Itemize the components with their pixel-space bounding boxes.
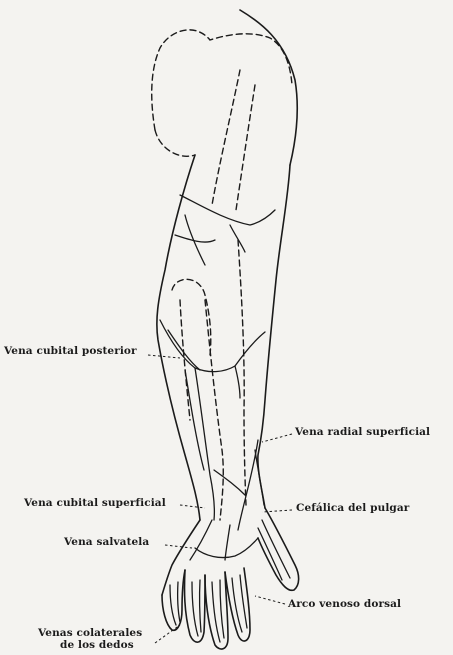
- humerus-dashed-2: [236, 85, 255, 210]
- thumb-outline: [258, 508, 299, 590]
- hand-vein-mid: [225, 525, 230, 560]
- leader-arco-venoso: [255, 596, 285, 604]
- forearm-bone-dashed-1: [205, 300, 223, 520]
- forearm-bone-dashed-3: [180, 300, 190, 420]
- radial-superficial-vein-b: [255, 450, 264, 505]
- leader-radial-superficial: [262, 434, 292, 442]
- label-vena-radial-superficial: Vena radial superficial: [295, 427, 430, 438]
- label-vena-cubital-superficial: Vena cubital superficial: [24, 498, 166, 509]
- humerus-dashed-1: [212, 70, 240, 205]
- leader-salvatela: [165, 545, 192, 548]
- fingers: [162, 568, 250, 649]
- label-cefalica-del-pulgar: Cefálica del pulgar: [296, 503, 409, 514]
- label-vena-cubital-posterior: Vena cubital posterior: [4, 346, 137, 357]
- cubital-superficial-vein-b: [185, 370, 204, 470]
- hand-left-outline: [162, 520, 200, 595]
- shoulder-outline-dashed: [152, 30, 292, 130]
- arm-right-outline: [258, 165, 290, 508]
- label-venas-colaterales-2: de los dedos: [60, 640, 134, 651]
- label-arco-venoso-dorsal: Arco venoso dorsal: [288, 599, 401, 610]
- upper-arm-vein-3: [185, 215, 205, 265]
- forearm-bone-dashed-2: [238, 240, 246, 505]
- label-venas-colaterales-1: Venas colaterales: [38, 628, 142, 639]
- forearm-cross-vein: [214, 470, 245, 495]
- upper-arm-vein-2: [175, 235, 215, 242]
- upper-arm-vein-4: [230, 225, 245, 252]
- label-vena-salvatela: Vena salvatela: [64, 537, 149, 548]
- leader-cubital-posterior: [148, 355, 180, 358]
- arm-left-outline: [157, 155, 200, 520]
- leader-venas-colaterales: [155, 625, 180, 643]
- axilla-outline-dashed: [155, 130, 195, 156]
- salvatela-vein: [190, 520, 212, 560]
- leader-cubital-superficial: [180, 505, 205, 508]
- cubital-posterior-vein: [160, 320, 265, 372]
- upper-arm-vein-1: [180, 195, 275, 225]
- elbow-branch: [235, 366, 240, 398]
